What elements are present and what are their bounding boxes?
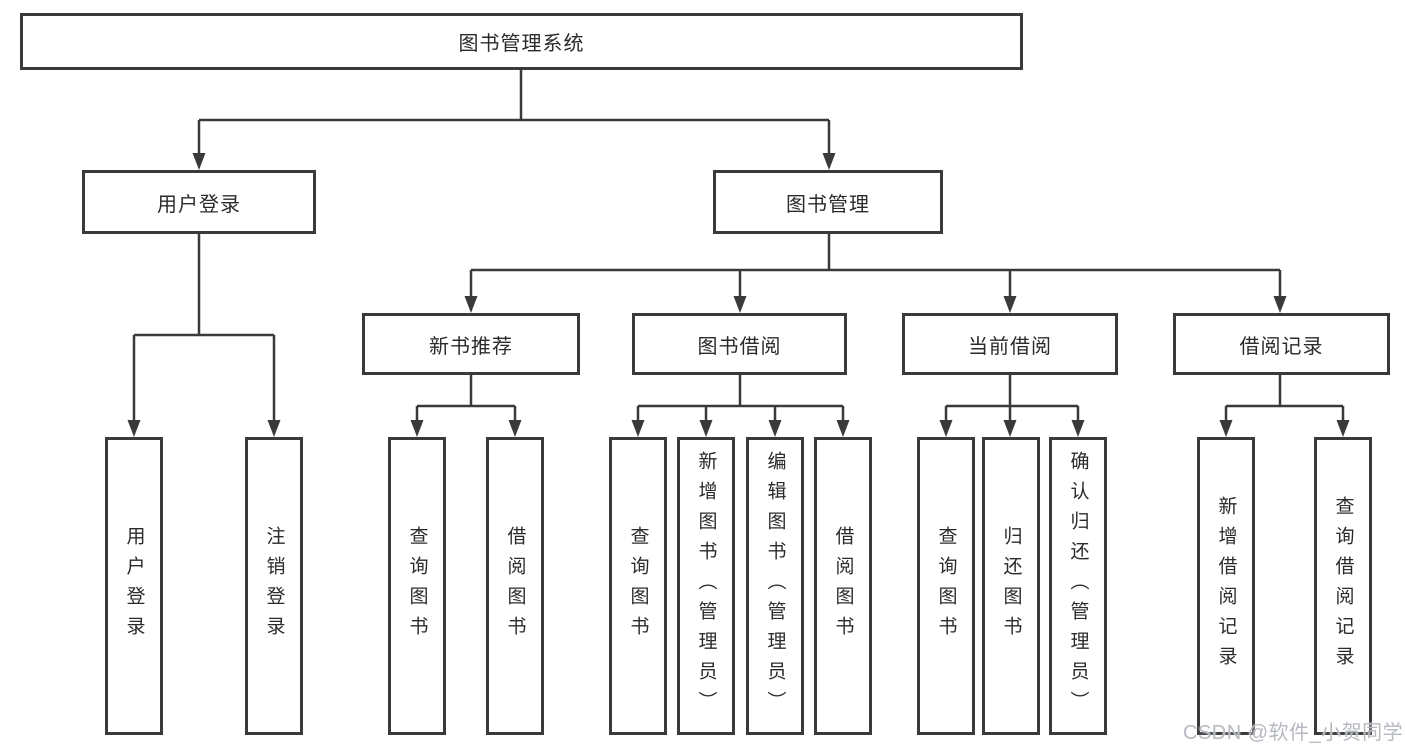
- node-label: 新书推荐: [429, 335, 513, 358]
- leaf-label: 确认归还（管理员）: [1067, 451, 1089, 721]
- node-label: 当前借阅: [968, 335, 1052, 358]
- node-borrowing-records: 借阅记录: [1173, 313, 1390, 375]
- node-label: 借阅记录: [1239, 335, 1324, 358]
- leaf-label: 注销登录: [263, 526, 285, 646]
- leaf-user-login: 用户登录: [105, 437, 163, 735]
- leaf-return-books: 归还图书: [982, 437, 1040, 735]
- leaf-query-borrowing-record: 查询借阅记录: [1314, 437, 1372, 735]
- leaf-query-books-recommend: 查询图书: [388, 437, 446, 735]
- node-label: 用户登录: [157, 193, 241, 216]
- leaf-edit-books-admin: 编辑图书（管理员）: [746, 437, 804, 735]
- node-new-book-recommendation: 新书推荐: [362, 313, 580, 375]
- node-library-management-system: 图书管理系统: [20, 13, 1023, 70]
- node-label: 图书管理: [786, 193, 870, 216]
- leaf-query-books-current: 查询图书: [917, 437, 975, 735]
- leaf-logout-login: 注销登录: [245, 437, 303, 735]
- leaf-label: 借阅图书: [504, 526, 526, 646]
- leaf-label: 查询图书: [627, 526, 649, 646]
- connector-path: [132, 70, 1345, 426]
- leaf-query-books-borrowing: 查询图书: [609, 437, 667, 735]
- leaf-label: 归还图书: [1000, 526, 1022, 646]
- node-label: 图书管理系统: [458, 33, 585, 55]
- leaf-add-borrowing-record: 新增借阅记录: [1197, 437, 1255, 735]
- leaf-borrow-books: 借阅图书: [814, 437, 872, 735]
- leaf-confirm-return-admin: 确认归还（管理员）: [1049, 437, 1107, 735]
- leaf-label: 新增图书（管理员）: [695, 451, 717, 721]
- leaf-add-books-admin: 新增图书（管理员）: [677, 437, 735, 735]
- node-book-management: 图书管理: [713, 170, 943, 234]
- leaf-borrow-books-recommend: 借阅图书: [486, 437, 544, 735]
- node-book-borrowing: 图书借阅: [632, 313, 847, 375]
- leaf-label: 新增借阅记录: [1215, 496, 1237, 676]
- arrowheads: [127, 153, 1350, 437]
- leaf-label: 查询图书: [406, 526, 428, 646]
- node-current-borrowing: 当前借阅: [902, 313, 1118, 375]
- leaf-label: 编辑图书（管理员）: [764, 451, 786, 721]
- node-label: 图书借阅: [697, 335, 782, 358]
- csdn-watermark: CSDN @软件_小贺同学: [1183, 722, 1404, 744]
- leaf-label: 借阅图书: [832, 526, 854, 646]
- leaf-label: 用户登录: [123, 526, 145, 646]
- leaf-label: 查询图书: [935, 526, 957, 646]
- leaf-label: 查询借阅记录: [1332, 496, 1354, 676]
- node-user-login: 用户登录: [82, 170, 316, 234]
